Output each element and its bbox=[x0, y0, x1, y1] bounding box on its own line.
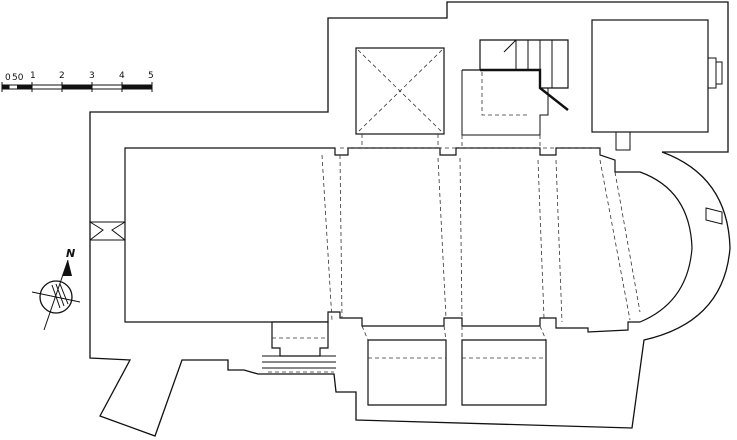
vault-line-7 bbox=[599, 159, 631, 321]
vault-line-8 bbox=[614, 171, 641, 313]
apse-niche bbox=[705, 207, 723, 225]
scale-bar: 0 50 1 2 3 4 5 bbox=[1, 71, 154, 92]
south-chapel-east bbox=[461, 339, 547, 406]
stair-treads bbox=[503, 39, 553, 88]
scale-label-1: 1 bbox=[30, 71, 36, 81]
scale-label-4: 4 bbox=[119, 71, 125, 81]
north-arrow-head bbox=[62, 260, 72, 276]
vault-line-2 bbox=[339, 154, 343, 319]
scale-label-5: 5 bbox=[148, 71, 154, 81]
vault-line-4 bbox=[459, 157, 463, 319]
nave-interior bbox=[124, 147, 693, 333]
northeast-tower-room bbox=[591, 19, 709, 133]
vault-line-5 bbox=[537, 159, 545, 319]
west-doorway bbox=[89, 221, 126, 241]
scale-label-3: 3 bbox=[89, 71, 95, 81]
vault-line-6 bbox=[555, 159, 563, 323]
vault-line-3 bbox=[437, 157, 447, 319]
scale-label-50: 50 bbox=[12, 73, 24, 83]
scale-label-0: 0 bbox=[5, 73, 11, 83]
south-chapel-west bbox=[367, 339, 447, 406]
scale-label-2: 2 bbox=[59, 71, 65, 81]
north-arrow-label: N bbox=[66, 247, 75, 260]
stair-rail bbox=[480, 68, 569, 111]
north-arrow: N bbox=[31, 247, 81, 331]
south-porch bbox=[271, 321, 329, 357]
